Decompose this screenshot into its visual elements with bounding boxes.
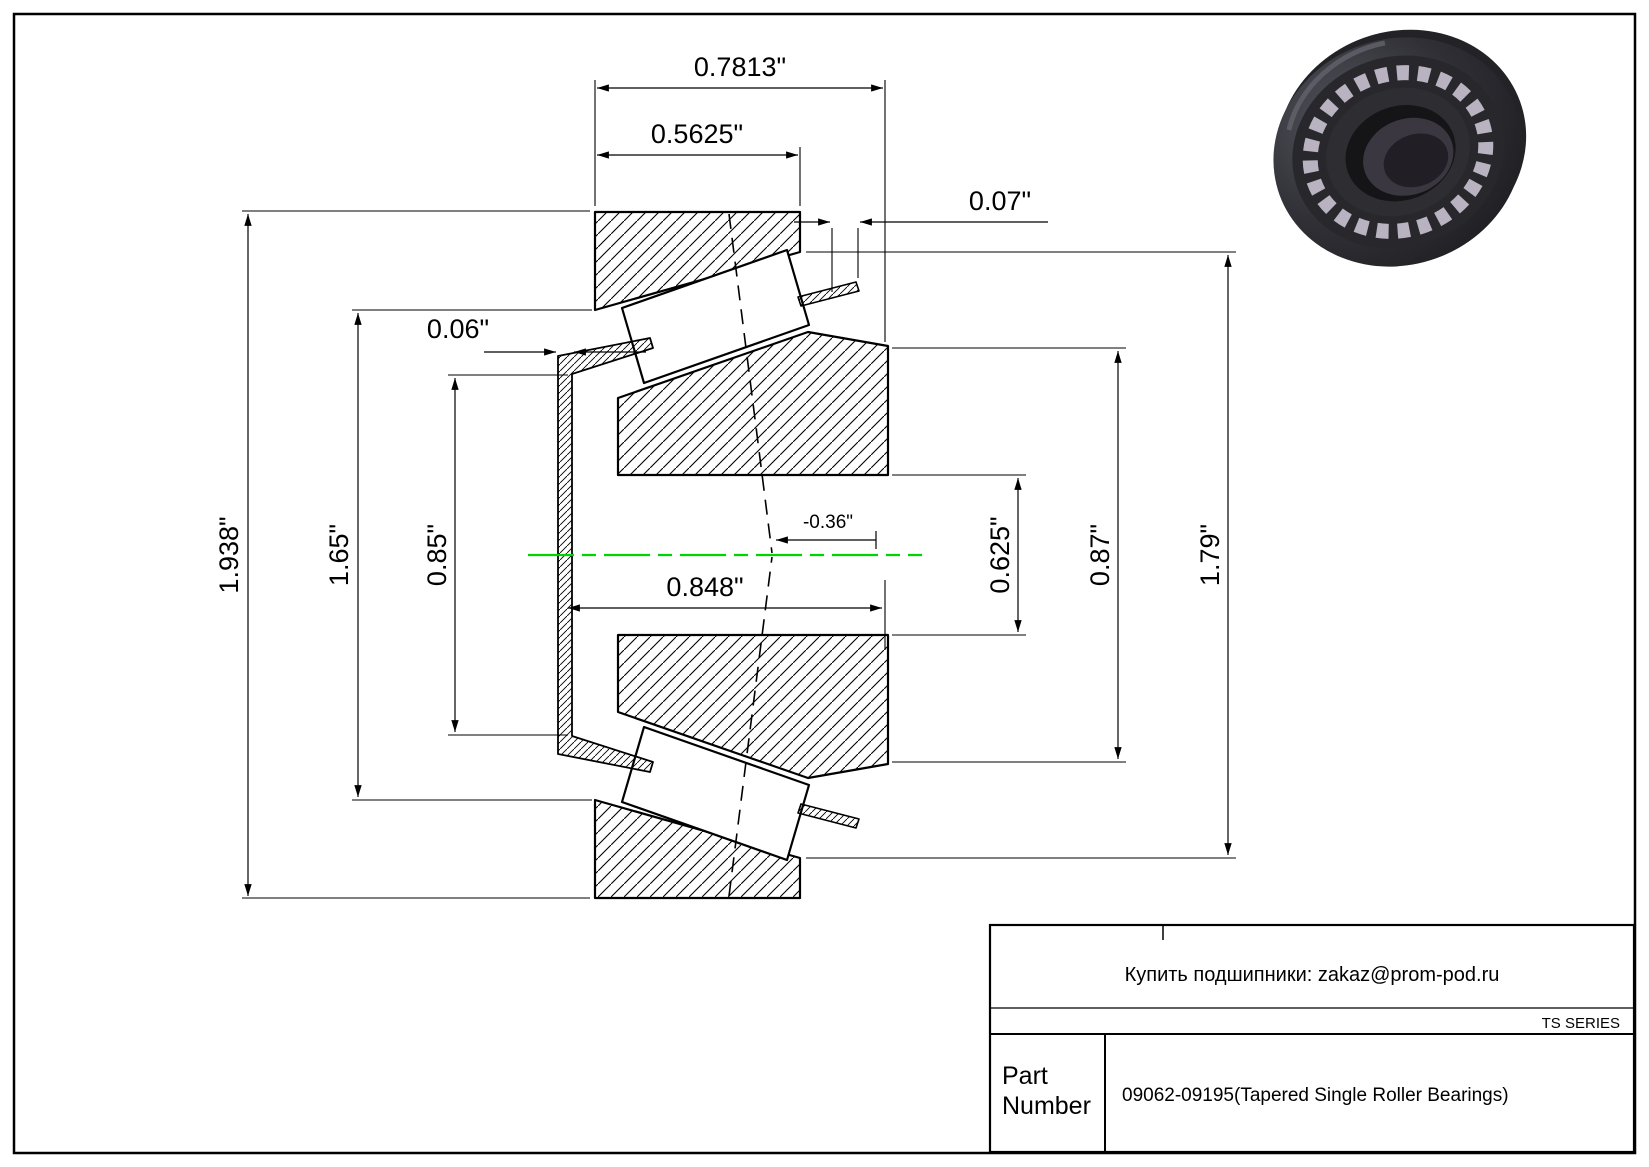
roller-bottom	[620, 725, 811, 862]
dim-effective-load-center-label: -0.36"	[803, 512, 853, 533]
cage-strip-top	[797, 281, 860, 307]
bearing-cross-section	[528, 210, 922, 900]
dim-effective-load-center: -0.36"	[776, 512, 877, 549]
bearing-3d-image	[1273, 29, 1527, 267]
dim-overall-width-label: 0.7813"	[694, 52, 786, 82]
dim-cone-overall-width-label: 0.848"	[666, 572, 743, 602]
part-label-line1: Part	[1002, 1062, 1048, 1090]
dim-cup-back-inner-diameter: 1.79"	[1195, 254, 1232, 855]
cone-top-section	[616, 330, 890, 477]
title-block: Купить подшипники: zakaz@prom-pod.ru TS …	[988, 923, 1636, 1154]
dim-outer-diameter: 1.938"	[214, 214, 252, 896]
load-line-top	[728, 213, 773, 554]
dim-bore-diameter-label: 0.625"	[985, 516, 1015, 593]
dim-cage-standout-label: 0.07"	[969, 186, 1031, 216]
dim-cup-back-inner-diameter-label: 1.79"	[1195, 524, 1225, 586]
dim-overall-width: 0.7813"	[597, 52, 883, 92]
load-line-bottom	[728, 556, 773, 897]
dim-seal-thickness-label: 0.06"	[427, 314, 489, 344]
dim-outer-diameter-label: 1.938"	[214, 516, 244, 593]
dim-seal-inner-diameter-label: 0.85"	[422, 524, 452, 586]
contact-text: Купить подшипники: zakaz@prom-pod.ru	[1125, 964, 1500, 986]
seal-flange-section	[557, 337, 654, 773]
cone-bottom-section	[616, 633, 890, 780]
part-label-line2: Number	[1002, 1092, 1091, 1120]
dim-cup-width-label: 0.5625"	[651, 119, 743, 149]
bearing-3d-highlight	[1286, 40, 1386, 131]
title-block-border	[988, 923, 1636, 1154]
dim-cone-rib-diameter-label: 0.87"	[1085, 524, 1115, 586]
dim-cup-width: 0.5625"	[597, 119, 798, 159]
series-label: TS SERIES	[1542, 1015, 1620, 1032]
part-number-value: 09062-09195(Tapered Single Roller Bearin…	[1122, 1085, 1509, 1106]
bearing-3d-rollers	[1302, 65, 1494, 239]
cup-bottom-section	[593, 798, 802, 900]
cage-strip-bottom	[797, 803, 860, 829]
dim-cone-rib-diameter: 0.87"	[1085, 351, 1122, 759]
dim-cup-front-inner-diameter-label: 1.65"	[324, 524, 354, 586]
dim-seal-thickness: 0.06"	[427, 314, 646, 356]
page-border	[12, 12, 1637, 1155]
roller-top	[620, 248, 811, 385]
dim-bore-diameter: 0.625"	[985, 478, 1022, 632]
dim-cage-standout: 0.07"	[794, 186, 1048, 226]
dim-cup-front-inner-diameter: 1.65"	[324, 313, 362, 797]
dim-cone-overall-width: 0.848"	[568, 572, 882, 612]
extension-lines	[242, 80, 1236, 899]
dim-seal-inner-diameter: 0.85"	[422, 378, 459, 732]
cup-top-section	[593, 210, 802, 312]
dimension-annotations: 0.7813" 0.5625" 0.07" 0.06" 1.938" 1.65"…	[214, 52, 1232, 896]
